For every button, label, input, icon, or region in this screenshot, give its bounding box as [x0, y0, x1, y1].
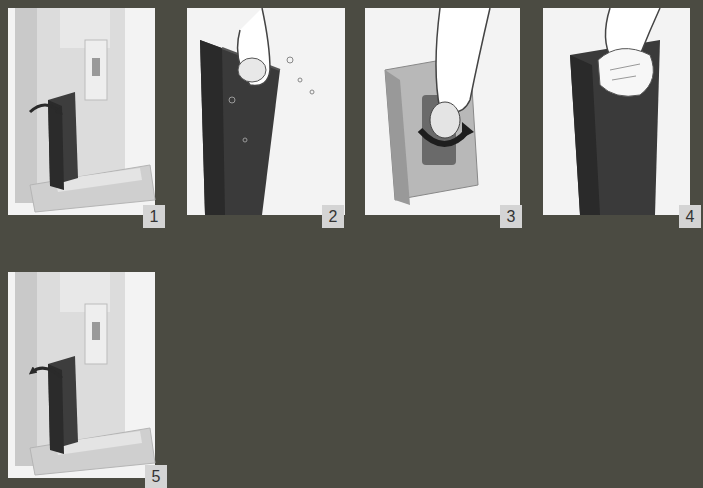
step-number: 3 — [500, 205, 522, 228]
step-number: 2 — [322, 205, 344, 228]
step-number: 4 — [679, 205, 701, 228]
panel-remove-tank — [8, 8, 155, 215]
panel-replace-tank — [8, 272, 155, 478]
step-number: 5 — [145, 465, 167, 488]
panel-rinse-tank — [187, 8, 345, 215]
panel-dry-tank — [543, 8, 690, 215]
step-number: 1 — [143, 205, 165, 228]
panel-insert-filter — [365, 8, 520, 215]
